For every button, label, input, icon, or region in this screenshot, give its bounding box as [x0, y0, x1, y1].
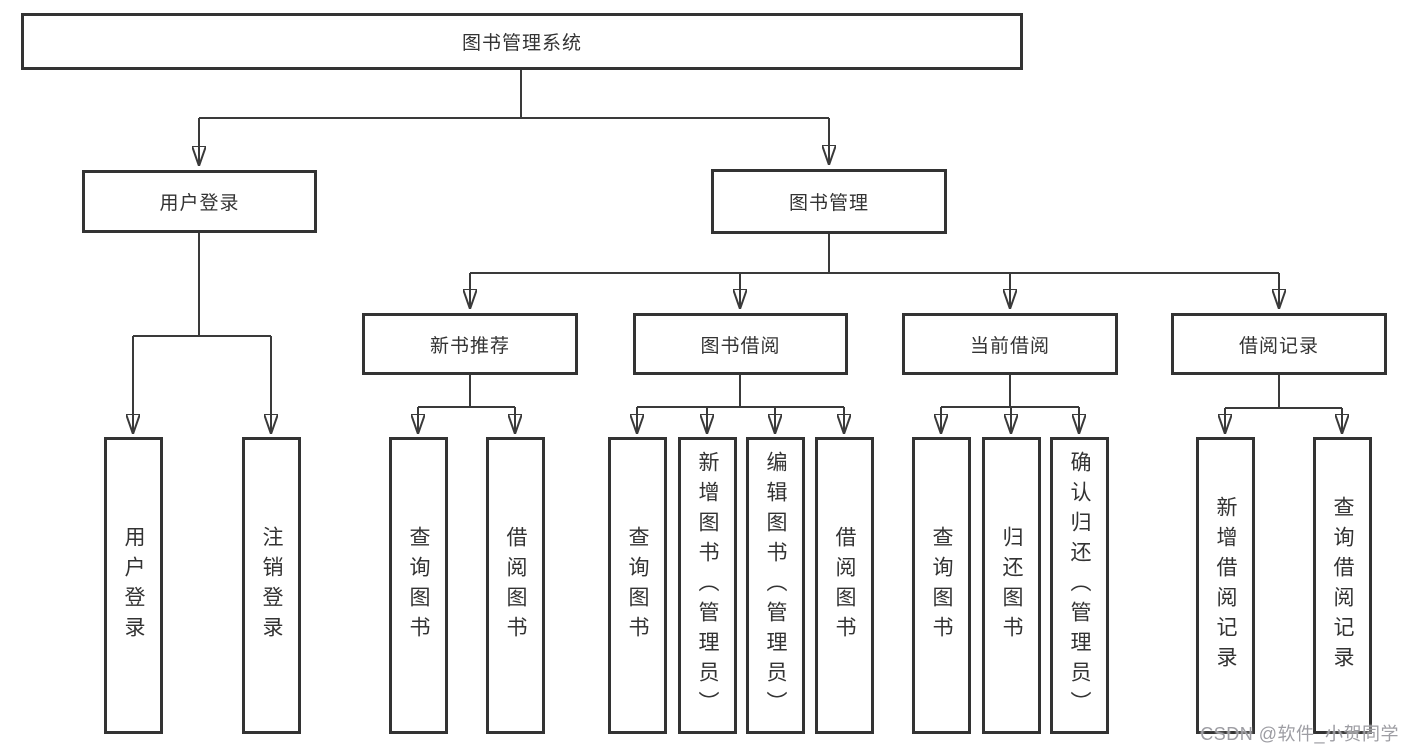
node-book-management: 图书管理	[711, 169, 947, 234]
leaf-label: 查询图书	[626, 525, 649, 646]
node-label: 图书管理	[788, 193, 869, 214]
node-new-book-recommend: 新书推荐	[362, 313, 578, 375]
leaf-borrow-add-book-admin: 新增图书（管理员）	[678, 437, 737, 734]
leaf-borrow-query-book: 查询图书	[608, 437, 667, 734]
leaf-current-return-book: 归还图书	[982, 437, 1041, 734]
node-library-management-system: 图书管理系统	[21, 13, 1023, 70]
node-label: 图书管理系统	[461, 33, 582, 54]
leaf-label: 编辑图书（管理员）	[764, 450, 787, 721]
leaf-borrow-edit-book-admin: 编辑图书（管理员）	[746, 437, 805, 734]
leaf-current-confirm-return-admin: 确认归还（管理员）	[1050, 437, 1109, 734]
leaf-user-login: 用户登录	[104, 437, 163, 734]
leaf-label: 归还图书	[1000, 525, 1023, 646]
leaf-label: 借阅图书	[504, 525, 527, 646]
node-label: 当前借阅	[969, 335, 1050, 357]
leaf-recommend-borrow-book: 借阅图书	[486, 437, 545, 734]
node-borrowing-records: 借阅记录	[1171, 313, 1387, 375]
node-book-borrowing: 图书借阅	[633, 313, 848, 375]
node-current-borrowing: 当前借阅	[902, 313, 1118, 375]
leaf-label: 注销登录	[260, 525, 283, 646]
leaf-label: 新增借阅记录	[1214, 495, 1237, 676]
leaf-recommend-query-book: 查询图书	[389, 437, 448, 734]
watermark: CSDN @软件_小贺同学	[1200, 724, 1399, 744]
leaf-label: 用户登录	[122, 525, 145, 646]
node-user-login: 用户登录	[82, 170, 317, 233]
leaf-label: 新增图书（管理员）	[696, 450, 719, 721]
leaf-record-add-borrow-record: 新增借阅记录	[1196, 437, 1255, 734]
leaf-record-query-borrow-record: 查询借阅记录	[1313, 437, 1372, 734]
node-label: 新书推荐	[429, 335, 510, 357]
node-label: 借阅记录	[1238, 335, 1319, 357]
leaf-current-query-book: 查询图书	[912, 437, 971, 734]
leaf-label: 查询图书	[930, 525, 953, 646]
node-label: 图书借阅	[700, 335, 781, 357]
leaf-label: 确认归还（管理员）	[1068, 450, 1091, 721]
leaf-label: 查询图书	[407, 525, 430, 646]
leaf-borrow-borrow-book: 借阅图书	[815, 437, 874, 734]
leaf-label: 借阅图书	[833, 525, 856, 646]
node-label: 用户登录	[159, 193, 240, 214]
leaf-logout: 注销登录	[242, 437, 301, 734]
leaf-label: 查询借阅记录	[1331, 495, 1354, 676]
